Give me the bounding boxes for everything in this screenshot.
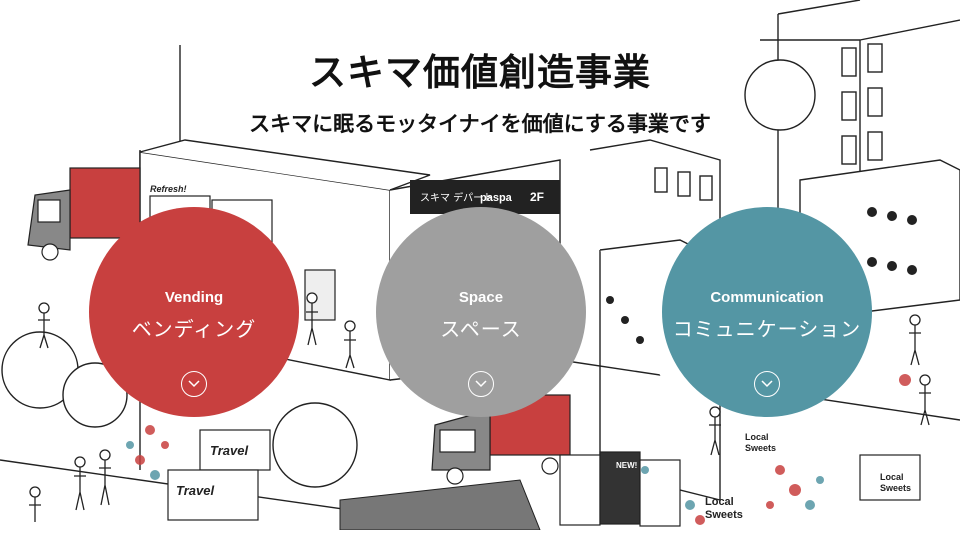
space-label-en: Space bbox=[458, 289, 504, 306]
svg-text:Sweets: Sweets bbox=[705, 509, 743, 521]
svg-text:Sweets: Sweets bbox=[745, 443, 776, 453]
space-category-button[interactable]: Space スペース bbox=[376, 207, 586, 417]
store-brand-text: paspa bbox=[480, 192, 513, 204]
vending-label-en: Vending bbox=[164, 289, 224, 306]
communication-category-button[interactable]: Communication コミュニケーション bbox=[662, 207, 872, 417]
vending-label-ja: ベンディング bbox=[131, 317, 257, 341]
floor-sign-text: 2F bbox=[530, 190, 544, 204]
svg-text:NEW!: NEW! bbox=[616, 461, 637, 470]
page-title: スキマ価値創造事業 bbox=[309, 51, 651, 94]
chevron-down-icon[interactable] bbox=[468, 371, 494, 397]
svg-text:Travel: Travel bbox=[210, 443, 248, 458]
svg-text:Sweets: Sweets bbox=[880, 483, 911, 493]
communication-label-en: Communication bbox=[710, 289, 824, 306]
svg-text:Local: Local bbox=[880, 472, 904, 482]
chevron-down-icon[interactable] bbox=[754, 371, 780, 397]
svg-text:Refresh!: Refresh! bbox=[150, 184, 187, 194]
store-sign-text: スキマ デパート bbox=[420, 191, 493, 204]
communication-label-ja: コミュニケーション bbox=[672, 317, 862, 341]
svg-text:Local: Local bbox=[745, 432, 769, 442]
page-subtitle: スキマに眠るモッタイナイを価値にする事業です bbox=[249, 112, 711, 136]
svg-text:Local: Local bbox=[705, 496, 734, 508]
space-label-ja: スペース bbox=[440, 317, 522, 341]
svg-text:Travel: Travel bbox=[176, 483, 214, 498]
vending-category-button[interactable]: Vending ベンディング bbox=[89, 207, 299, 417]
chevron-down-icon[interactable] bbox=[181, 371, 207, 397]
